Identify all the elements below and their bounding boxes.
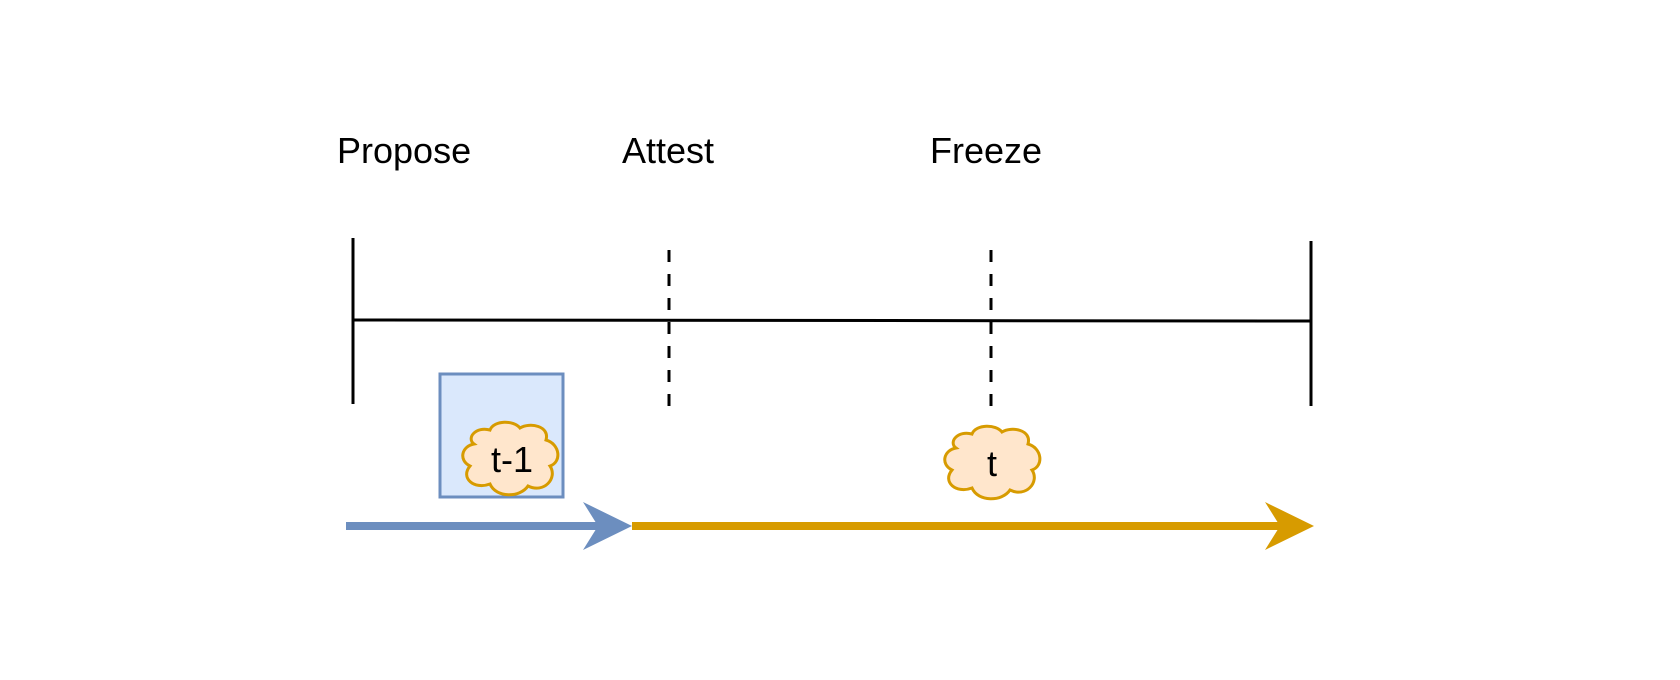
cloud-label-t: t	[987, 443, 997, 484]
cloud-t: t	[943, 424, 1042, 501]
cloud-shape	[943, 424, 1042, 501]
phase-label-propose: Propose	[337, 130, 471, 171]
current-epoch-arrow	[632, 502, 1314, 550]
cloud-label-t-minus-1: t-1	[491, 439, 533, 480]
arrowhead-icon	[1265, 502, 1314, 550]
timeline-axis	[352, 318, 1312, 323]
cloud-t-minus-1: t-1	[461, 420, 560, 497]
previous-epoch-arrow	[346, 502, 632, 550]
cloud-shape	[461, 420, 560, 497]
arrowhead-icon	[583, 502, 632, 550]
phase-label-freeze: Freeze	[930, 130, 1042, 171]
phase-label-attest: Attest	[622, 130, 714, 171]
